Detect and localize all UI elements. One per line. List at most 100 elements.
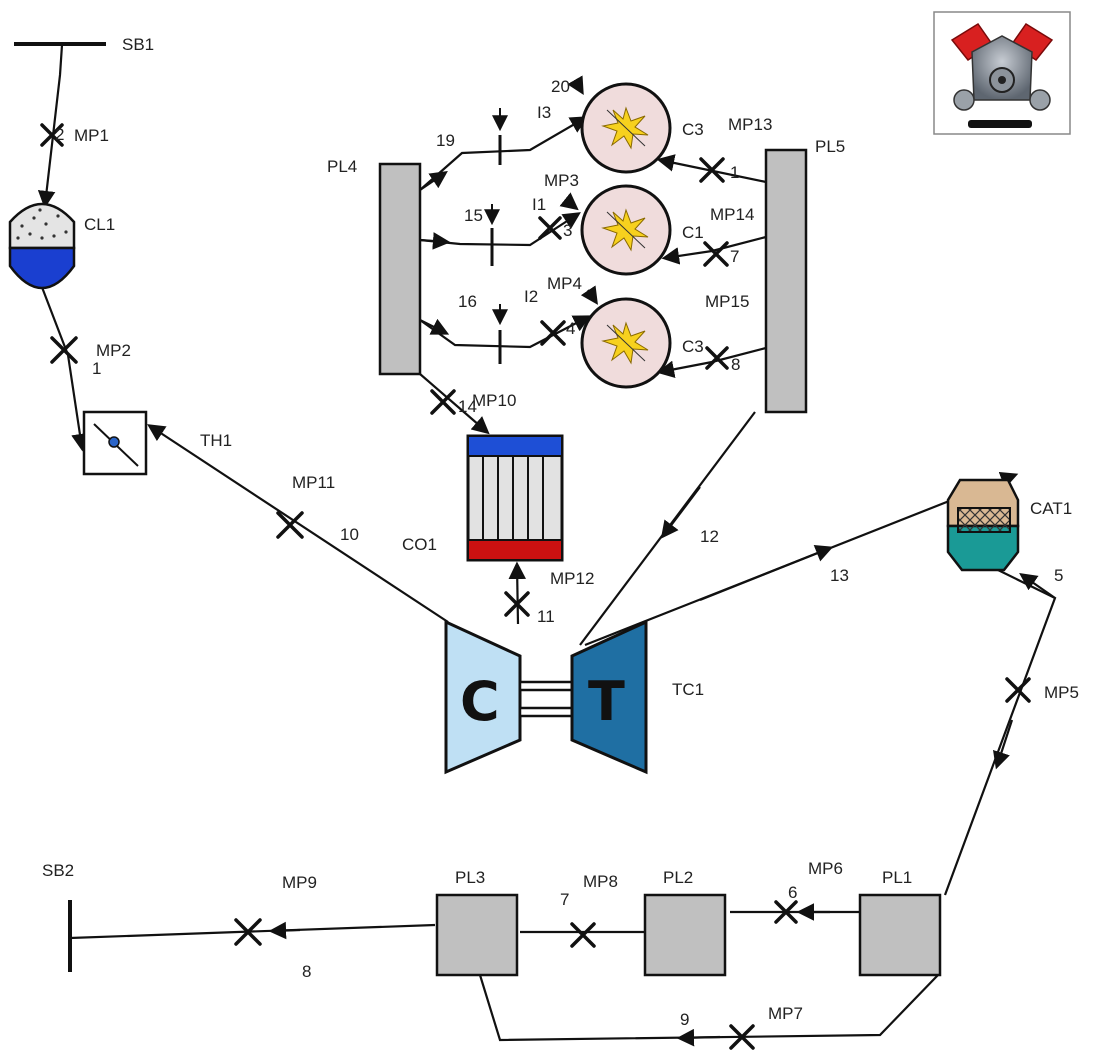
pipe-number-5: 5 xyxy=(1054,566,1063,585)
mp10-label: MP10 xyxy=(472,391,516,410)
mp3-label: MP3 xyxy=(544,171,579,190)
injector-i2[interactable]: I2 xyxy=(492,287,538,364)
pipes xyxy=(37,44,1057,1047)
turbine[interactable] xyxy=(570,619,648,775)
pipe-2[interactable] xyxy=(38,281,89,452)
cylinder-c3-top[interactable]: C3 xyxy=(580,82,704,174)
measuring-point-mp15[interactable]: MP15 xyxy=(705,292,749,370)
measuring-point-mp4[interactable]: MP4 xyxy=(540,274,582,346)
pipe-number-1: 1 xyxy=(92,359,101,378)
mp12-label: MP12 xyxy=(550,569,594,588)
pipe-5[interactable] xyxy=(943,569,1057,896)
pipe-number-21: 1 xyxy=(730,163,739,182)
pipe-10[interactable] xyxy=(147,424,449,623)
throttle-th1[interactable]: TH1 xyxy=(82,410,232,476)
pipe-8[interactable] xyxy=(69,923,436,940)
system-boundary-sb2[interactable]: SB2 xyxy=(42,861,74,972)
pipe-number-19: 19 xyxy=(436,131,455,150)
pl3-label: PL3 xyxy=(455,868,485,887)
pipe-number-9: 9 xyxy=(680,1010,689,1029)
i2-label: I2 xyxy=(524,287,538,306)
cl1-label: CL1 xyxy=(84,215,115,234)
pipe-14[interactable] xyxy=(419,373,490,435)
tc1-label: TC1 xyxy=(672,680,704,699)
pipe-number-13: 13 xyxy=(830,566,849,585)
mp1-label: MP1 xyxy=(74,126,109,145)
pipe-15[interactable] xyxy=(419,212,581,247)
cylinder-c3-bottom[interactable]: C3 xyxy=(580,297,704,389)
compressor-letter: C xyxy=(460,670,500,733)
measuring-point-mp9[interactable]: MP9 xyxy=(234,873,317,946)
mp13-label: MP13 xyxy=(728,115,772,134)
mp2-label: MP2 xyxy=(96,341,131,360)
plenum-pl4[interactable]: PL4 xyxy=(327,157,422,376)
pl5-label: PL5 xyxy=(815,137,845,156)
cylinder-c1[interactable]: C1 xyxy=(580,184,704,276)
mp11-label: MP11 xyxy=(292,473,335,492)
th1-label: TH1 xyxy=(200,431,232,450)
plenum-pl1[interactable]: PL1 xyxy=(858,868,942,977)
measuring-point-mp1[interactable]: MP1 xyxy=(40,123,109,147)
pipe-numbers: 1 2 3 4 5 6 7 8 9 10 11 12 13 14 15 16 7… xyxy=(55,77,1063,1029)
sb2-label: SB2 xyxy=(42,861,74,880)
c3-bottom-label: C3 xyxy=(682,337,704,356)
i3-label: I3 xyxy=(537,103,551,122)
pipe-number-2: 2 xyxy=(55,125,64,144)
c1-label: C1 xyxy=(682,223,704,242)
pipe-number-8: 8 xyxy=(302,962,311,981)
measuring-points: MP1 MP2 MP3 MP4 MP5 MP6 MP7 MP8 xyxy=(40,115,1079,1050)
pipe-number-11: 11 xyxy=(537,607,555,626)
cooler-co1[interactable]: CO1 xyxy=(402,434,564,562)
pipe-number-6: 6 xyxy=(788,883,797,902)
mp9-label: MP9 xyxy=(282,873,317,892)
pl1-label: PL1 xyxy=(882,868,912,887)
plenum-pl2[interactable]: PL2 xyxy=(643,868,727,977)
measuring-point-mp8[interactable]: MP8 xyxy=(570,872,618,948)
measuring-point-mp13[interactable]: MP13 xyxy=(699,115,772,183)
compressor[interactable] xyxy=(444,619,522,775)
pipe-9[interactable] xyxy=(478,974,939,1042)
measuring-point-mp10[interactable]: MP10 xyxy=(430,389,516,415)
pipe-number-14: 14 xyxy=(458,397,477,416)
pipe-number-18: 8 xyxy=(731,355,740,374)
pipe-11[interactable] xyxy=(508,561,527,625)
pipe-sb1-cl1[interactable] xyxy=(37,44,64,209)
injector-i3[interactable]: I3 xyxy=(492,103,551,165)
catalyst-cat1[interactable]: CAT1 xyxy=(946,478,1072,572)
pipe-number-17: 7 xyxy=(730,247,739,266)
pipe-number-10: 10 xyxy=(340,525,359,544)
plenum-pl3[interactable]: PL3 xyxy=(435,868,519,977)
mp4-label: MP4 xyxy=(547,274,582,293)
measuring-point-mp12[interactable]: MP12 xyxy=(504,569,594,617)
injector-i1[interactable]: I1 xyxy=(484,195,546,266)
pipe-number-20: 20 xyxy=(551,77,570,96)
v-engine-icon[interactable] xyxy=(933,11,1071,135)
measuring-point-mp5[interactable]: MP5 xyxy=(1005,677,1079,703)
pl2-label: PL2 xyxy=(663,868,693,887)
turbine-letter: T xyxy=(588,670,625,733)
mp7-label: MP7 xyxy=(768,1004,803,1023)
cat1-label: CAT1 xyxy=(1030,499,1072,518)
plenum-pl5[interactable]: PL5 xyxy=(764,137,845,414)
pipe-number-16: 16 xyxy=(458,292,477,311)
turbocharger-tc1[interactable]: C T TC1 xyxy=(444,619,704,775)
measuring-point-mp14[interactable]: MP14 xyxy=(703,205,754,267)
pipe-number-7: 7 xyxy=(560,890,569,909)
measuring-point-mp11[interactable]: MP11 xyxy=(276,473,335,539)
mp5-label: MP5 xyxy=(1044,683,1079,702)
measuring-point-mp2[interactable]: MP2 xyxy=(50,336,131,364)
c3-top-label: C3 xyxy=(682,120,704,139)
sb1-label: SB1 xyxy=(122,35,154,54)
pl4-label: PL4 xyxy=(327,157,357,176)
pipe-number-15: 15 xyxy=(464,206,483,225)
measuring-point-mp3[interactable]: MP3 xyxy=(538,171,579,240)
pipe-number-3: 3 xyxy=(563,221,572,240)
measuring-point-mp6[interactable]: MP6 xyxy=(774,859,843,924)
system-boundary-sb1[interactable]: SB1 xyxy=(14,35,154,54)
mp6-label: MP6 xyxy=(808,859,843,878)
i1-label: I1 xyxy=(532,195,546,214)
mp15-label: MP15 xyxy=(705,292,749,311)
measuring-point-mp7[interactable]: MP7 xyxy=(729,1004,803,1050)
pipe-number-4: 4 xyxy=(566,319,575,338)
air-cleaner-cl1[interactable]: CL1 xyxy=(8,202,115,290)
